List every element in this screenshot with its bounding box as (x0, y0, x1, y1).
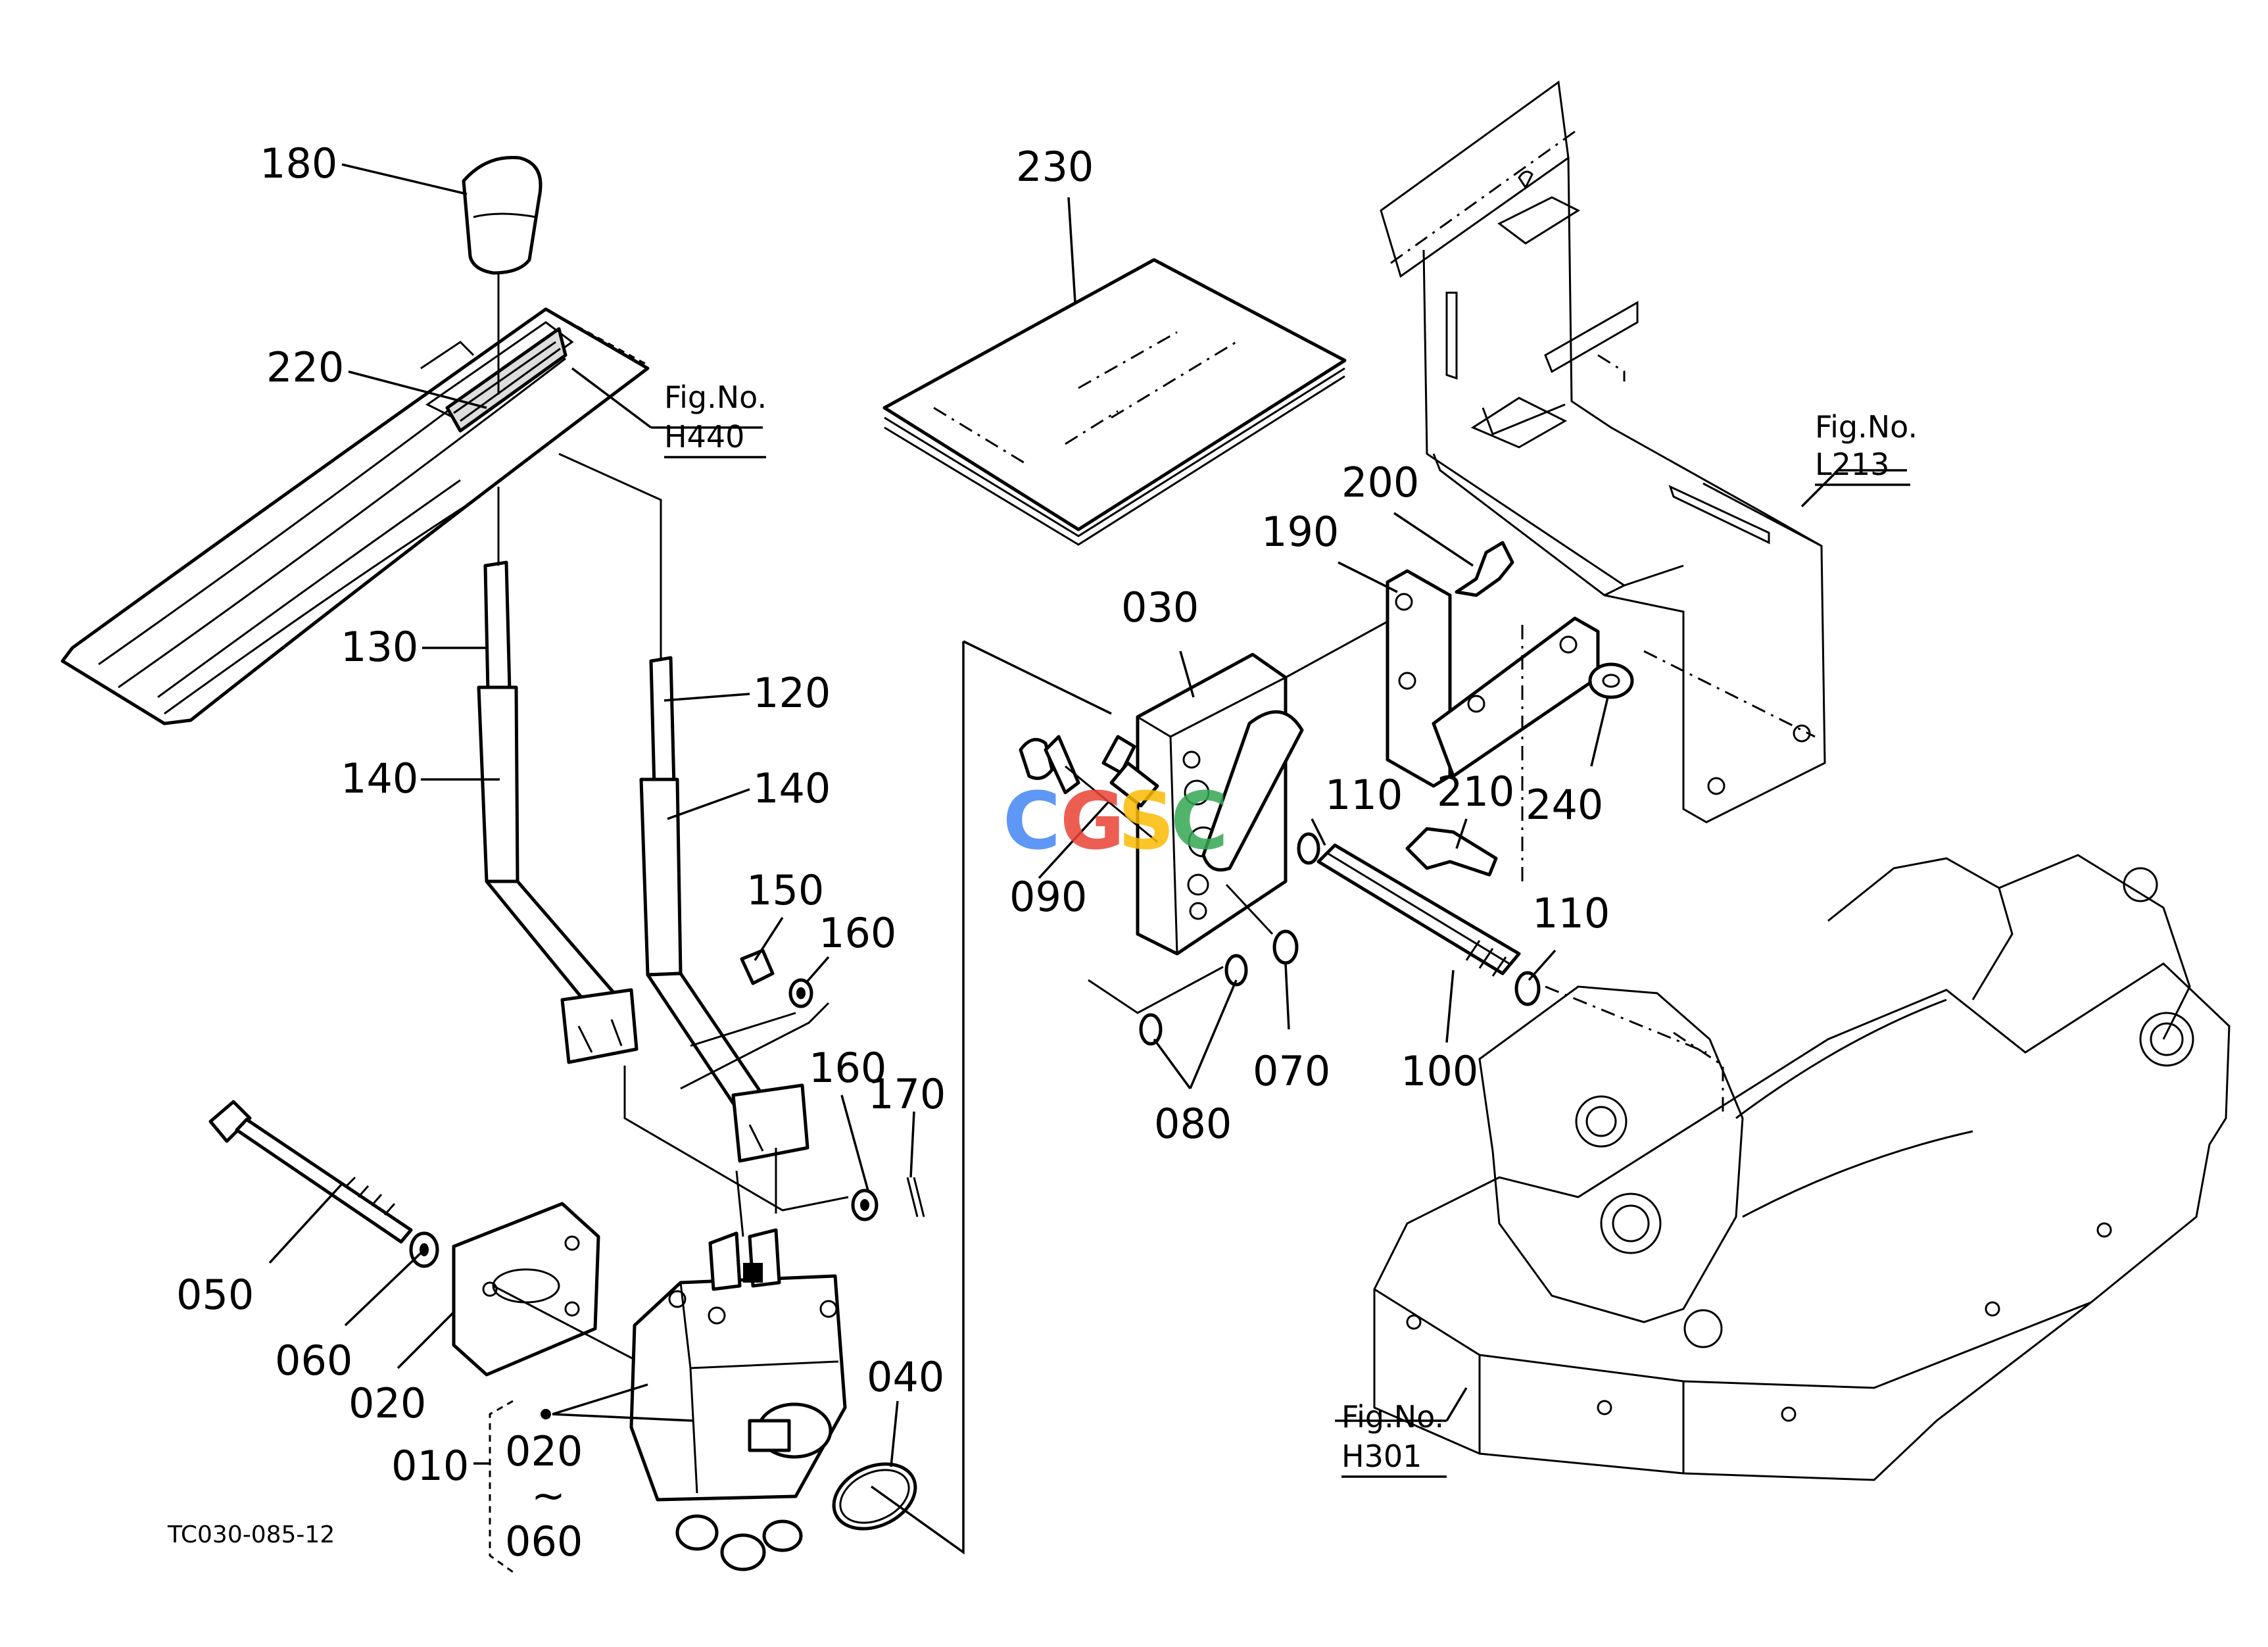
valve-block-030 (1019, 652, 1304, 956)
label-240: 240 (1526, 781, 1603, 829)
label-120: 120 (753, 669, 831, 717)
label-110-top: 110 (1325, 771, 1403, 819)
section-divider (870, 641, 965, 1555)
cover-plate-020 (452, 1202, 652, 1377)
leader-lines (268, 163, 1907, 1467)
watermark-letter-s: S (1118, 776, 1174, 868)
label-140-left: 140 (341, 754, 418, 802)
frame-l213 (1380, 80, 1826, 823)
shaft-100 (1316, 843, 1521, 977)
label-130: 130 (341, 623, 418, 671)
label-010: 010 (391, 1442, 469, 1490)
label-060-range: 060 (505, 1517, 583, 1565)
label-020-range: 020 (505, 1427, 583, 1475)
label-110-bottom: 110 (1532, 889, 1610, 937)
o-rings (1088, 832, 1541, 1046)
control-valve-010 (629, 1228, 847, 1571)
label-040: 040 (867, 1353, 944, 1401)
label-190: 190 (1261, 508, 1339, 556)
cgsc-watermark: C G S C (1003, 776, 1228, 868)
label-140-right: 140 (753, 764, 831, 812)
fig-ref-l213-code: L213 (1815, 447, 1889, 482)
bolt-050 (208, 1100, 439, 1268)
lever-130 (477, 487, 639, 1064)
o-ring-040 (832, 1462, 917, 1531)
manual-230 (882, 258, 1347, 546)
fig-ref-h301-label: Fig.No. (1341, 1399, 1444, 1435)
label-range-tilde: ~ (531, 1471, 566, 1519)
label-170: 170 (868, 1070, 946, 1118)
fig-ref-h440-code: H440 (664, 419, 744, 455)
fig-ref-h301-code: H301 (1341, 1438, 1422, 1474)
label-210: 210 (1437, 768, 1514, 816)
pin-and-washers (623, 948, 925, 1237)
label-160-top: 160 (819, 909, 896, 957)
group-bracket-010 (489, 1400, 514, 1573)
lever-knob (462, 155, 543, 395)
label-060: 060 (275, 1337, 352, 1385)
label-150: 150 (746, 866, 824, 914)
watermark-letter-c1: C (1003, 776, 1061, 868)
label-070: 070 (1253, 1047, 1330, 1095)
label-080: 080 (1154, 1100, 1232, 1148)
label-020: 020 (349, 1379, 426, 1427)
watermark-letter-g: G (1060, 776, 1125, 868)
label-200: 200 (1341, 458, 1419, 506)
label-090: 090 (1009, 873, 1087, 921)
fig-ref-h440-label: Fig.No. (664, 380, 767, 415)
label-160-bottom: 160 (809, 1044, 886, 1092)
label-050: 050 (176, 1271, 254, 1319)
label-230: 230 (1016, 143, 1094, 191)
figure-references: Fig.No. H440 Fig.No. L213 Fig.No. H301 (664, 380, 1918, 1478)
label-180: 180 (260, 139, 337, 187)
drawing-code: TC030-085-12 (167, 1521, 335, 1548)
watermark-letter-c2: C (1170, 776, 1228, 868)
part-labels: 180 220 130 140 120 140 150 160 160 170 … (176, 139, 1610, 1565)
housing-h301 (1373, 854, 2231, 1481)
fig-ref-l213-label: Fig.No. (1815, 409, 1918, 445)
label-030: 030 (1121, 583, 1199, 631)
bracket-190 (1285, 541, 1634, 888)
label-220: 220 (266, 343, 344, 391)
label-100: 100 (1401, 1047, 1478, 1095)
lever-120 (558, 453, 809, 1163)
